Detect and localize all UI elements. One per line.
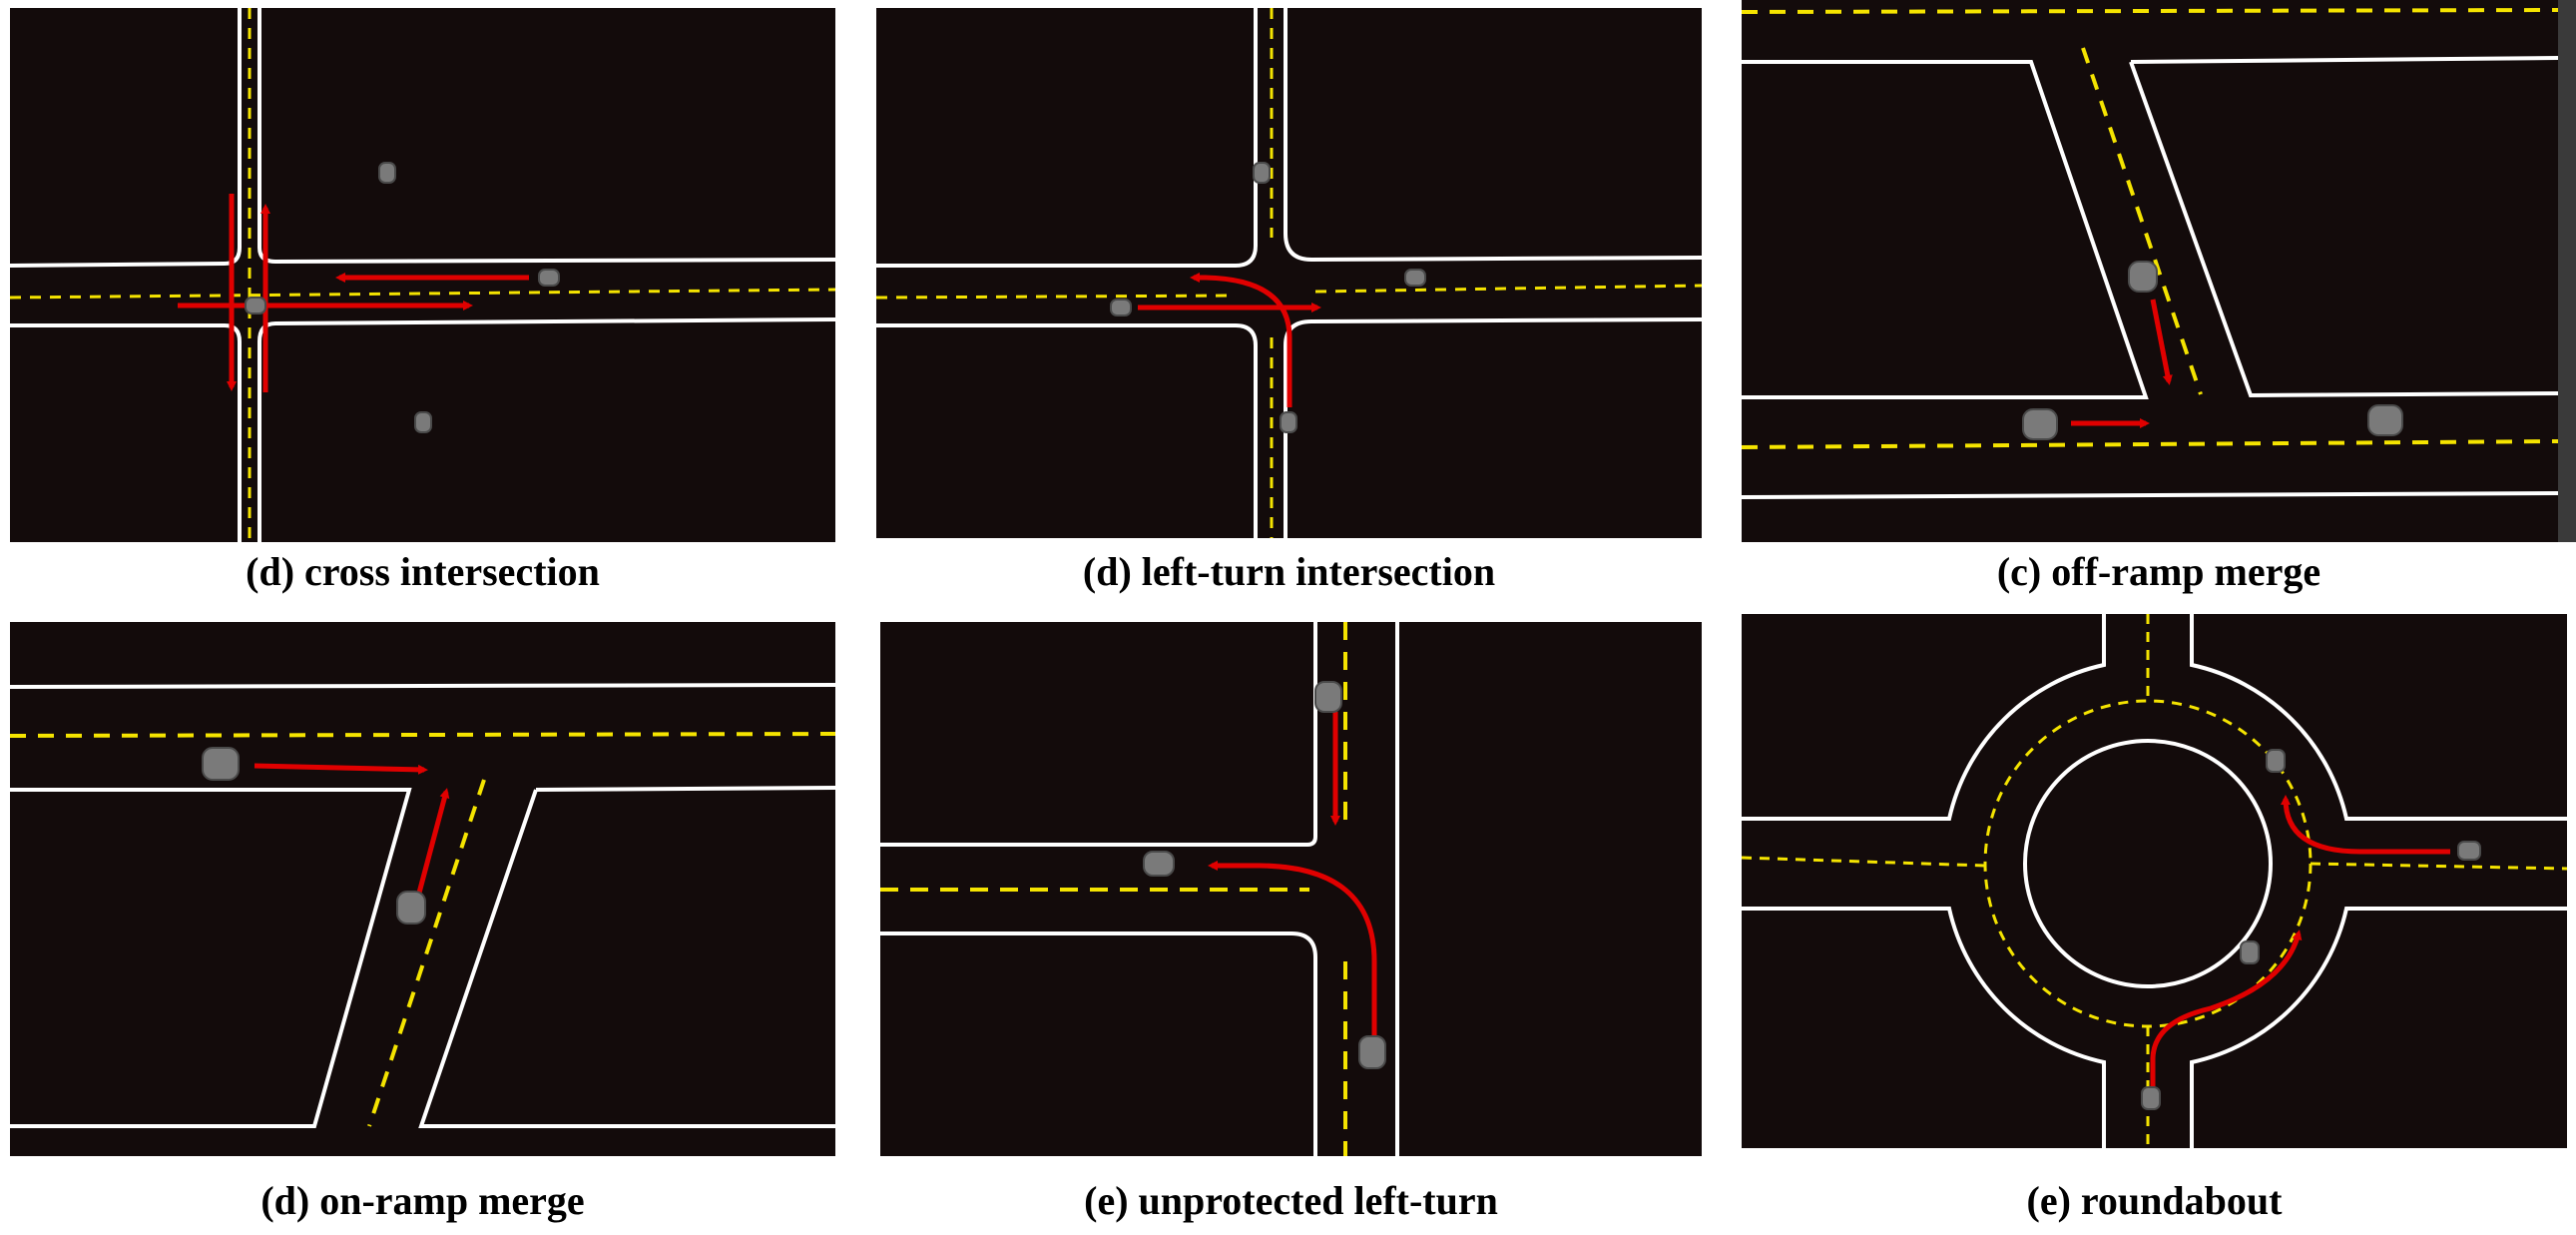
lane-dividers xyxy=(1742,8,2559,449)
caption-unprotected-left-turn: (e) unprotected left-turn xyxy=(1084,1178,1498,1223)
trajectory-arrows xyxy=(2071,299,2173,428)
caption-roundabout: (e) roundabout xyxy=(2026,1178,2283,1223)
road-edges xyxy=(880,622,1399,1156)
lane-dividers xyxy=(10,732,835,1127)
road-edges xyxy=(1742,56,2559,499)
caption-left-turn-intersection: (d) left-turn intersection xyxy=(1082,549,1496,594)
on-ramp-merge-diagram xyxy=(10,683,835,1128)
off-ramp-merge-diagram xyxy=(1742,0,2576,542)
road-edges xyxy=(1742,614,2567,1148)
road-edges xyxy=(876,8,1702,538)
road-edges xyxy=(10,683,835,1128)
trajectory-arrows xyxy=(1208,712,1377,1046)
vehicles xyxy=(2022,261,2403,440)
trajectory-arrows xyxy=(1138,273,1321,407)
scenario-panel-roundabout xyxy=(1742,614,2567,1148)
lane-dividers xyxy=(880,622,1347,1156)
caption-cross-intersection: (d) cross intersection xyxy=(246,549,600,594)
trajectory-arrows xyxy=(254,763,450,913)
unprotected-left-turn-diagram xyxy=(880,622,1399,1156)
vehicles xyxy=(1143,681,1386,1069)
vehicles xyxy=(2141,749,2481,1110)
caption-off-ramp-merge: (c) off-ramp merge xyxy=(1996,549,2321,594)
trajectory-arrows xyxy=(2150,795,2450,1098)
scenario-panel-on-ramp-merge xyxy=(10,622,835,1156)
scenario-panel-cross-intersection xyxy=(10,8,835,542)
caption-on-ramp-merge: (d) on-ramp merge xyxy=(260,1178,585,1223)
lane-dividers xyxy=(1742,614,2567,1148)
roundabout-diagram xyxy=(1742,614,2567,1148)
vehicles xyxy=(1110,162,1426,433)
scenario-panel-unprotected-left-turn xyxy=(880,622,1702,1156)
left-turn-intersection-diagram xyxy=(876,8,1702,538)
cross-intersection-diagram xyxy=(10,8,835,542)
vehicles xyxy=(245,162,560,433)
edge-strip xyxy=(2558,0,2576,542)
lane-dividers xyxy=(876,8,1702,538)
lane-dividers xyxy=(10,8,835,542)
vehicles xyxy=(202,747,426,925)
scenario-panel-off-ramp-merge xyxy=(1742,0,2576,542)
scenario-panel-left-turn-intersection xyxy=(876,8,1702,538)
